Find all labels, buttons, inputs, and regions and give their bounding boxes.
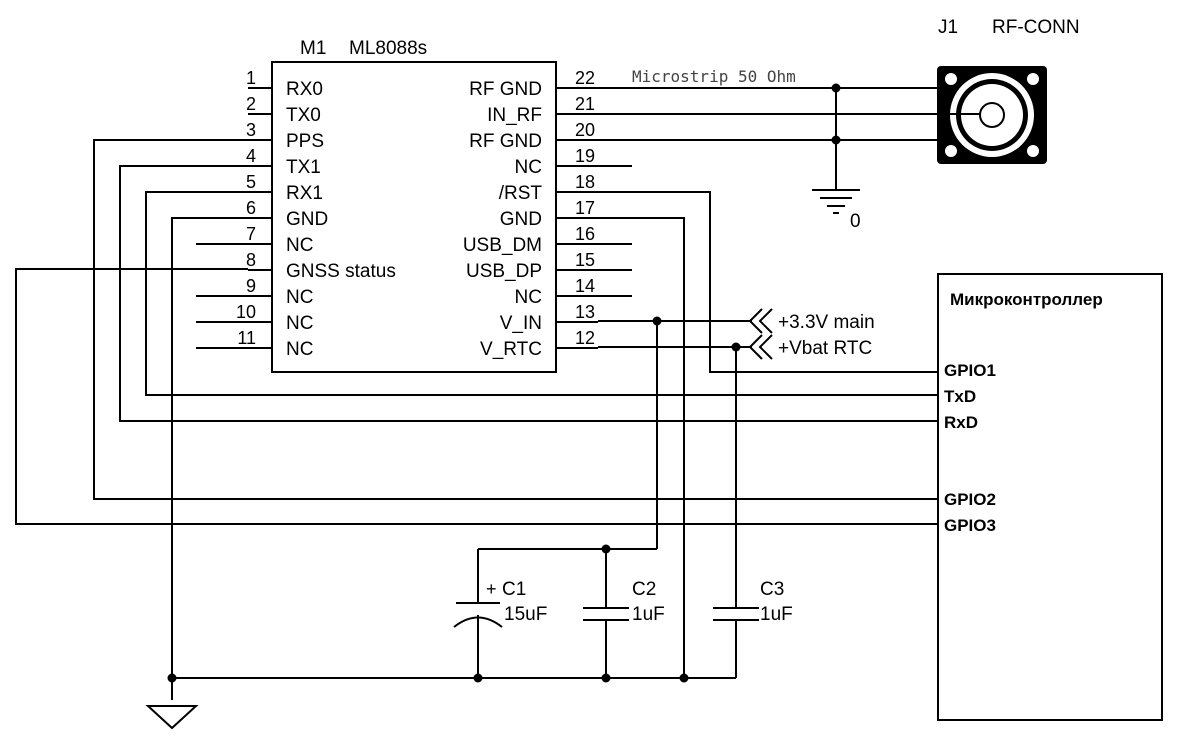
pin-number: 19 <box>575 146 595 166</box>
pin-name: NC <box>286 339 313 360</box>
mcu-pin-label: GPIO3 <box>944 516 996 535</box>
mcu-pin-label: RxD <box>944 413 978 432</box>
pin-number: 4 <box>246 146 256 166</box>
pin-number: 1 <box>246 68 256 88</box>
wire-pps-gpio2 <box>93 139 938 500</box>
rf-ground-label: 0 <box>850 211 861 232</box>
pin-name: RX0 <box>286 79 323 100</box>
pin-name: USB_DP <box>466 261 542 282</box>
pin-name: PPS <box>286 131 324 152</box>
junction-dot <box>831 135 841 145</box>
pin-name: NC <box>286 287 313 308</box>
pin-number: 3 <box>246 120 256 140</box>
mcu-pin-label: TxD <box>944 387 976 406</box>
junction-dot <box>831 83 841 93</box>
pin-number: 5 <box>246 172 256 192</box>
connector-part: RF-CONN <box>992 17 1080 38</box>
capacitor-value: 1uF <box>760 604 793 625</box>
pin-name: GND <box>286 209 328 230</box>
mcu-pin-label: GPIO2 <box>944 490 996 509</box>
pin-number: 17 <box>575 198 595 218</box>
module-ref: M1 <box>300 38 326 59</box>
wire-rx1-txd <box>145 191 938 396</box>
pin-number: 2 <box>246 94 256 114</box>
pin-name: V_RTC <box>480 339 542 360</box>
pin-name: GND <box>500 209 542 230</box>
module-part: ML8088s <box>349 38 427 59</box>
mcu-pin-label: GPIO1 <box>944 361 996 380</box>
pin-name: NC <box>286 313 313 334</box>
capacitor-c1 <box>453 549 503 678</box>
capacitor-c2 <box>583 549 629 678</box>
pin-number: 16 <box>575 224 595 244</box>
capacitor-ref: C3 <box>760 579 784 600</box>
junction-dot <box>679 673 689 683</box>
capacitor-ref: C1 <box>502 579 526 600</box>
pin-name: TX1 <box>286 157 321 178</box>
power-port-label: +3.3V main <box>778 312 875 333</box>
rf-ground-symbol <box>812 189 860 214</box>
junction-dot <box>601 673 611 683</box>
wire-status-gpio3 <box>15 268 938 525</box>
power-port-arrow <box>748 308 773 334</box>
capacitor-ref: C2 <box>632 579 656 600</box>
wire-rst-gpio1 <box>598 191 938 373</box>
wire-gnd-right <box>598 217 685 678</box>
pin-name: V_IN <box>500 313 542 334</box>
pin-name: NC <box>515 287 542 308</box>
pin-name: RX1 <box>286 183 323 204</box>
capacitor-c3 <box>713 603 759 678</box>
pin-name: RF GND <box>469 131 542 152</box>
pin-name: NC <box>515 157 542 178</box>
junction-dot <box>473 673 483 683</box>
pin-number: 9 <box>246 276 256 296</box>
junction-dot <box>167 673 177 683</box>
pin-name: /RST <box>499 183 543 204</box>
wire-tx1-rxd <box>119 165 938 422</box>
pin-number: 18 <box>575 172 595 192</box>
pin-number: 10 <box>236 302 256 322</box>
pin-number: 11 <box>237 328 256 348</box>
pin-name: NC <box>286 235 313 256</box>
junction-dot <box>731 342 741 352</box>
wire-gnd-left <box>171 217 248 700</box>
capacitor-value: 1uF <box>632 604 665 625</box>
pin-number: 8 <box>246 250 256 270</box>
mcu-body <box>937 273 1163 721</box>
rf-connector-symbol <box>937 66 1047 164</box>
pin-number: 7 <box>246 224 256 244</box>
pin-number: 14 <box>575 276 595 296</box>
ground-symbol <box>145 705 199 730</box>
pin-number: 6 <box>246 198 256 218</box>
pin-number: 21 <box>575 94 595 114</box>
pin-number: 22 <box>575 68 595 88</box>
pin-name: USB_DM <box>463 235 542 256</box>
pin-number: 12 <box>575 328 595 348</box>
pin-name: IN_RF <box>487 105 542 126</box>
mcu-title: Микроконтроллер <box>950 290 1103 309</box>
pin-number: 15 <box>575 250 595 270</box>
capacitor-value: 15uF <box>504 604 547 625</box>
power-port-label: +Vbat RTC <box>778 338 872 359</box>
junction-dot <box>652 316 662 326</box>
pin-name: GNSS status <box>286 261 396 282</box>
pin-number: 13 <box>575 302 595 322</box>
capacitor-polarity-mark: + <box>486 579 497 599</box>
power-port-arrow <box>748 334 773 360</box>
pin-number: 20 <box>575 120 595 140</box>
microstrip-label: Microstrip 50 Ohm <box>632 67 796 86</box>
pin-name: TX0 <box>286 105 321 126</box>
pin-name: RF GND <box>469 79 542 100</box>
connector-ref: J1 <box>938 17 958 38</box>
